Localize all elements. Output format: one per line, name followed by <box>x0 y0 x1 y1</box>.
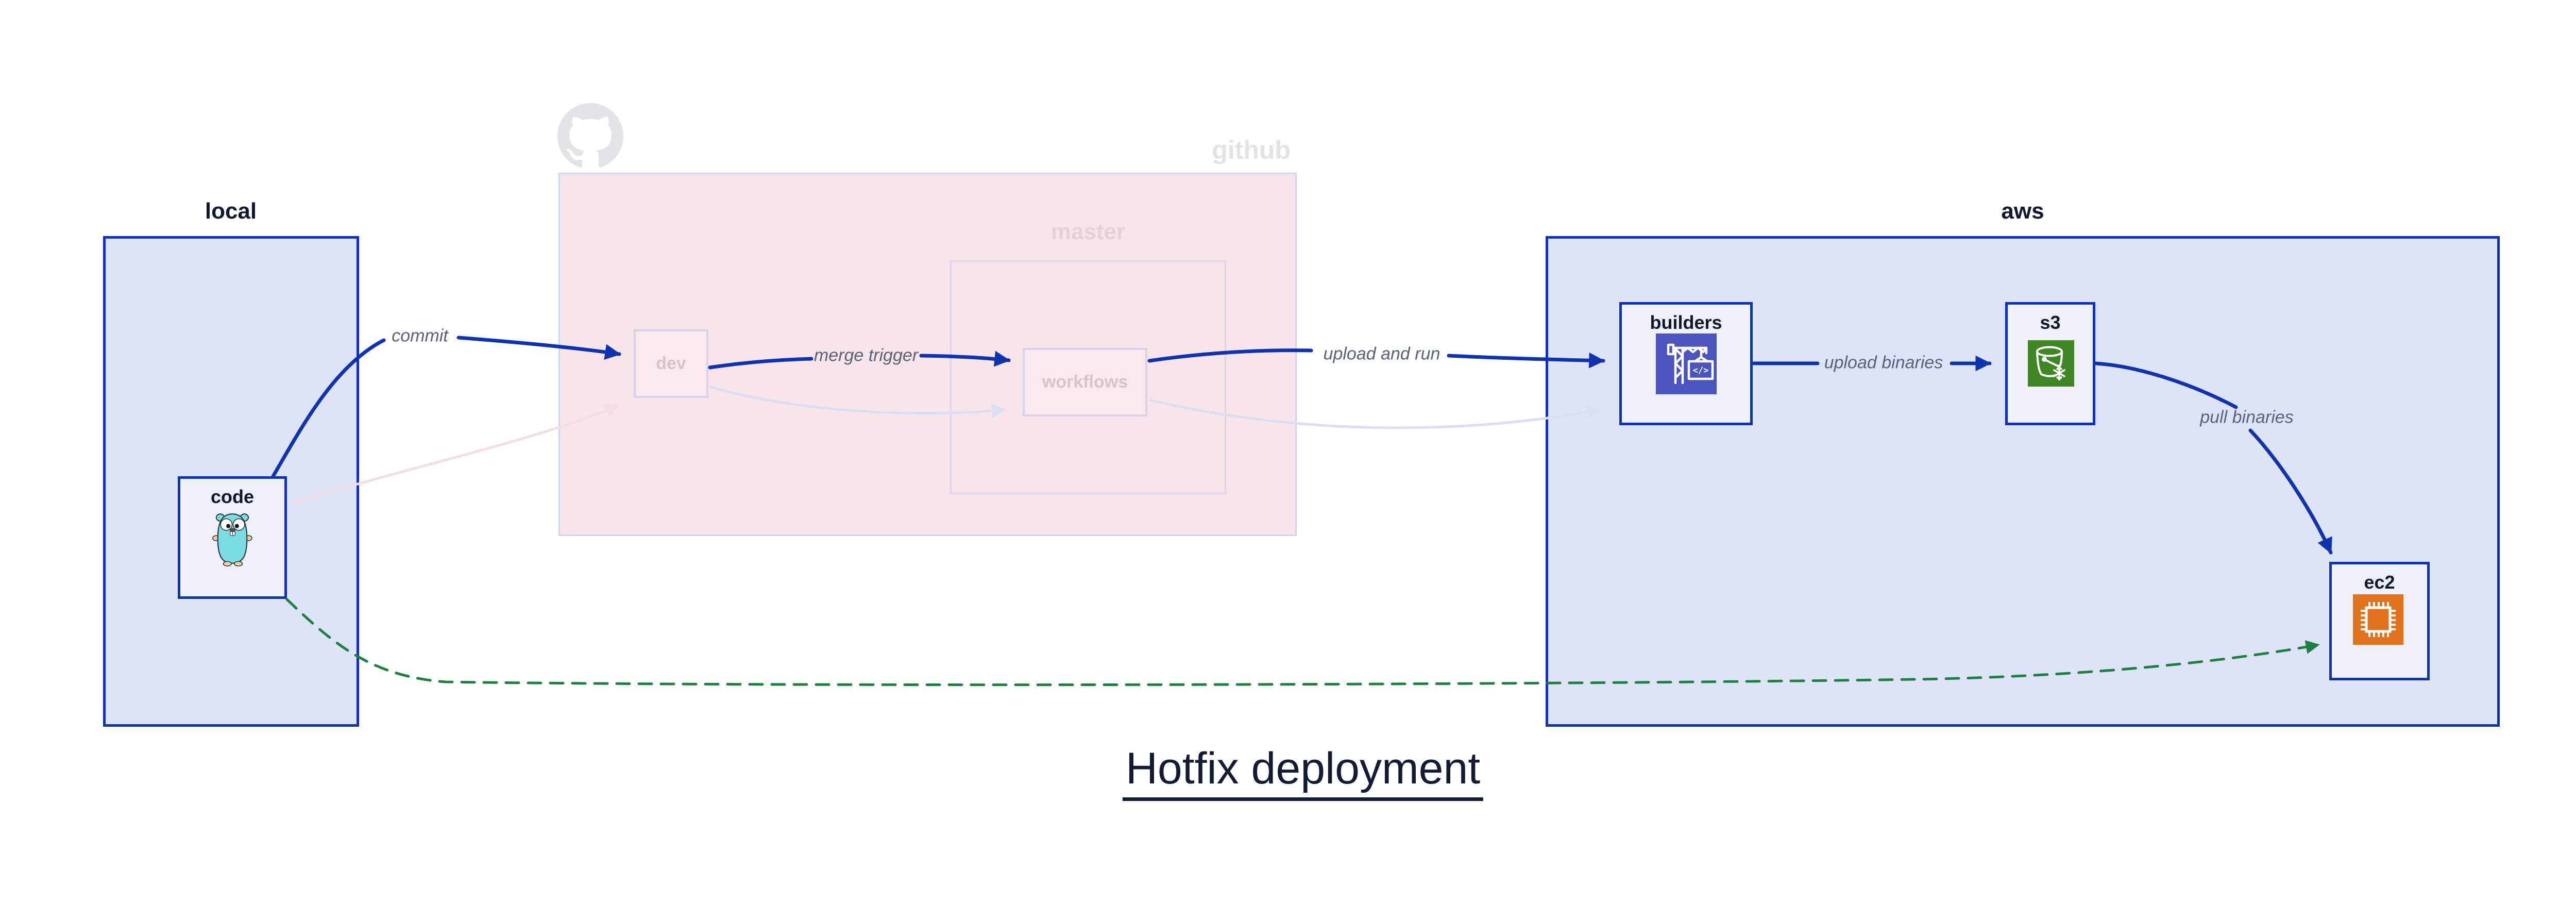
workflows-node-label: workflows <box>1042 372 1128 392</box>
github-container-label: github <box>1212 136 1291 164</box>
ec2-node-label: ec2 <box>2364 572 2395 593</box>
go-gopher-icon <box>212 510 252 567</box>
diagram-title: Hotfix deployment <box>1122 743 1484 801</box>
svg-text:</>: </> <box>1693 365 1709 376</box>
workflows-node: workflows <box>1023 348 1147 416</box>
s3-node: s3 <box>2005 302 2095 425</box>
aws-container-label: aws <box>2001 198 2044 224</box>
edge-label-upload-binaries: upload binaries <box>1824 353 1943 373</box>
dev-branch-label: dev <box>656 354 686 373</box>
s3-glacier-bucket-icon <box>2028 340 2074 387</box>
github-octocat-icon <box>557 103 623 169</box>
edge-label-upload-and-run: upload and run <box>1323 344 1440 364</box>
s3-node-label: s3 <box>2040 312 2061 333</box>
edge-label-merge-trigger: merge trigger <box>814 345 919 365</box>
dev-branch-node: dev <box>634 329 708 398</box>
ec2-chip-icon <box>2353 594 2403 645</box>
code-node-label: code <box>210 486 255 507</box>
codebuild-crane-icon: </> <box>1656 333 1717 394</box>
master-branch-container <box>950 260 1226 494</box>
master-branch-label: master <box>1050 219 1126 244</box>
local-container-label: local <box>205 198 257 224</box>
builders-node-label: builders <box>1650 312 1722 333</box>
edge-label-pull-binaries: pull binaries <box>2200 407 2294 427</box>
edge-label-commit: commit <box>392 326 448 346</box>
